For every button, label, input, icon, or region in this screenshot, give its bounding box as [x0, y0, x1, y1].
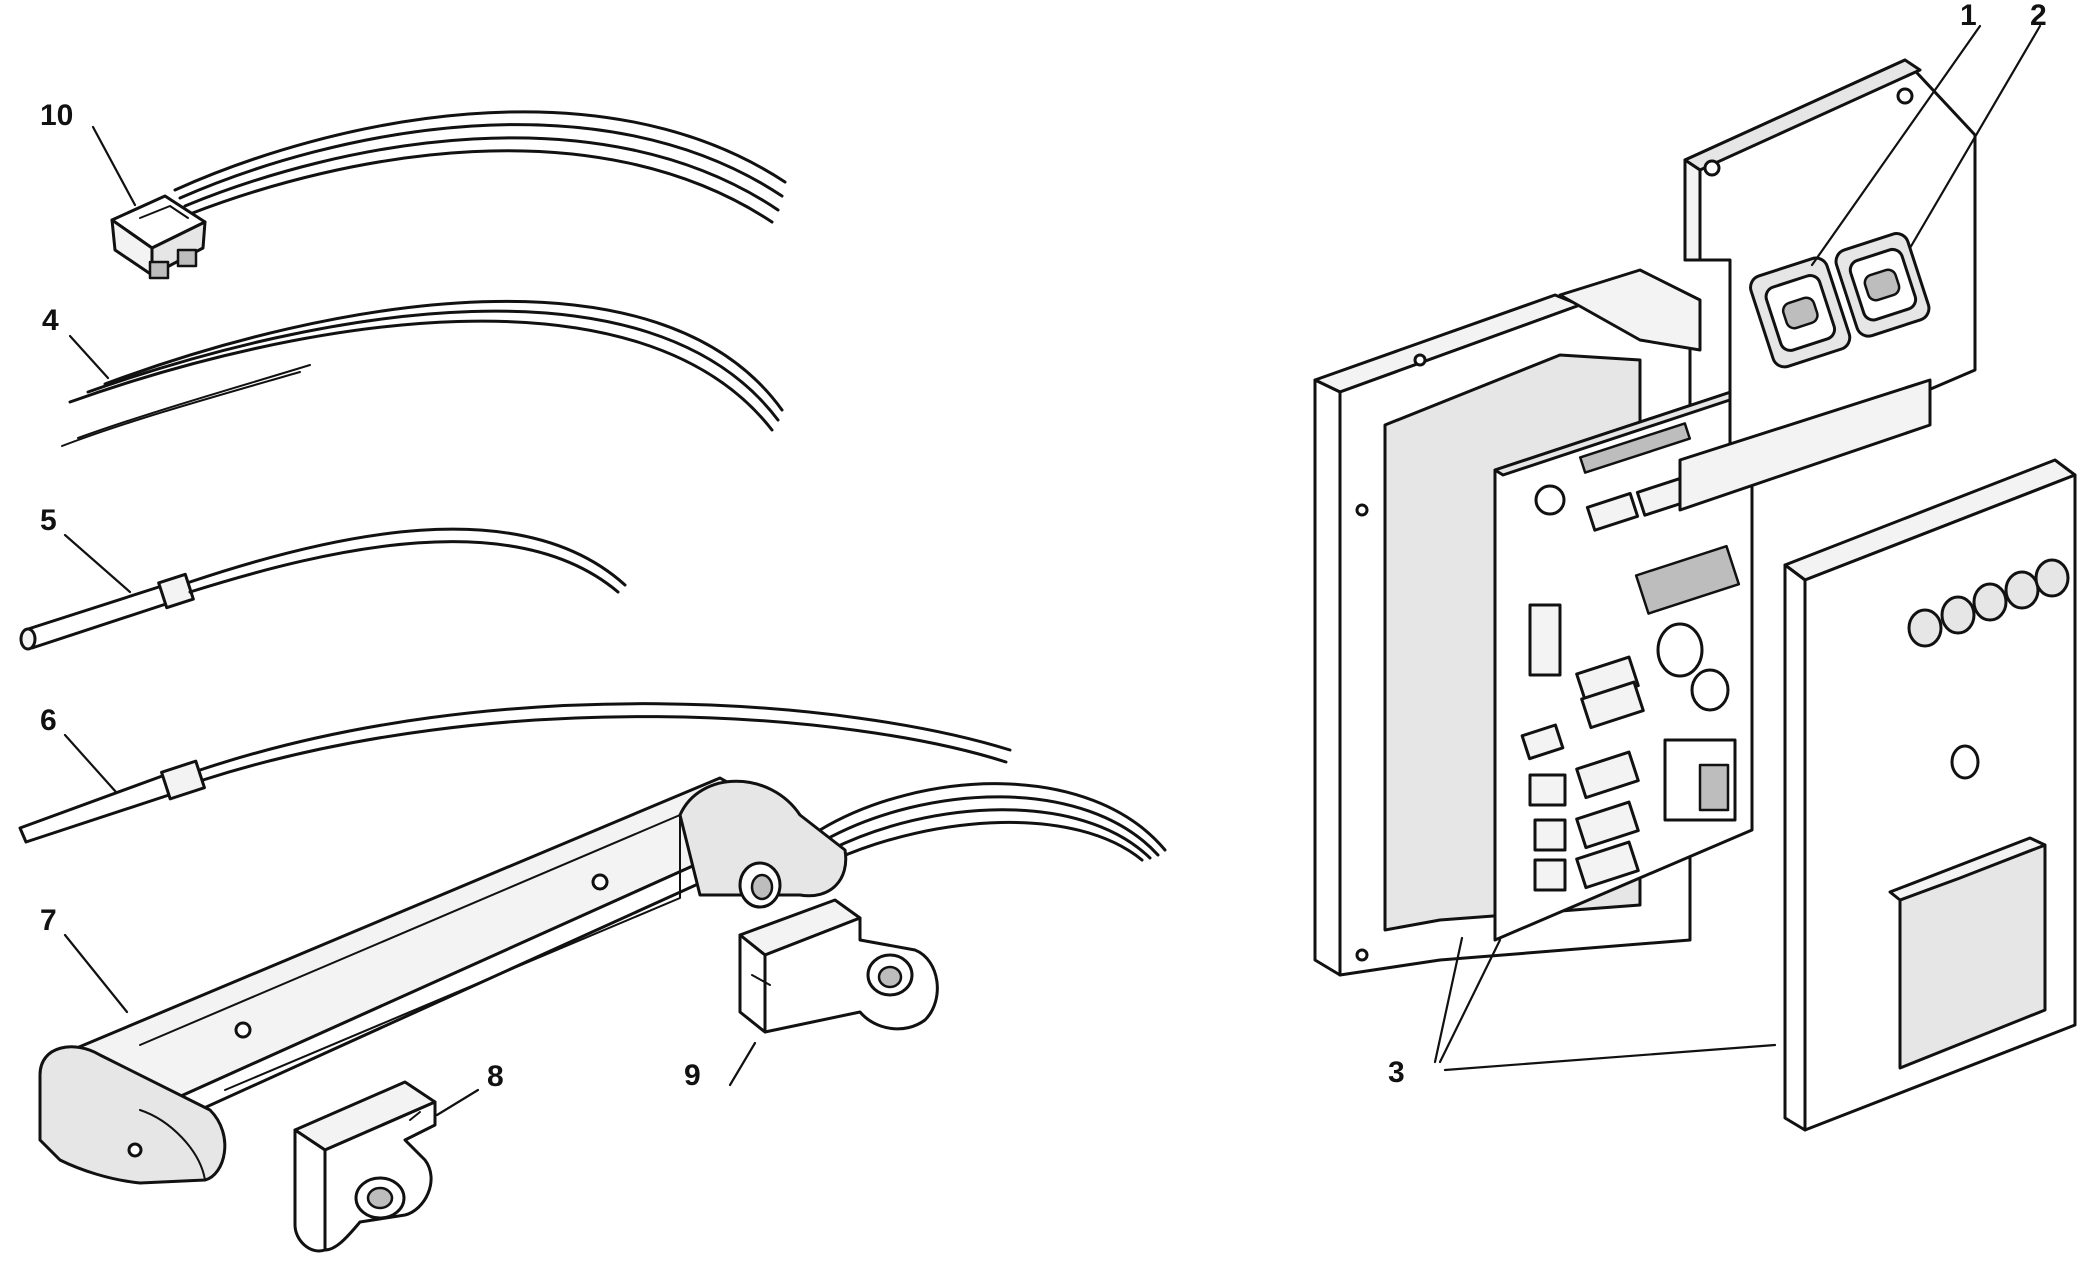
callout-3: 3	[1388, 1056, 1405, 1089]
callout-7: 7	[40, 904, 57, 937]
part-6-flat-sensor-probe	[18, 702, 1012, 844]
callout-4: 4	[42, 304, 59, 337]
callout-5: 5	[40, 504, 57, 537]
part-8-clip	[293, 1080, 437, 1253]
part-9-clip	[738, 898, 939, 1034]
part-7-mounting-bracket	[38, 776, 1167, 1185]
callout-1: 1	[1960, 0, 1977, 32]
part-3-circuit-board	[1493, 383, 1762, 942]
part-3-front-cover	[1783, 458, 2077, 1132]
part-5-temperature-probe	[19, 527, 627, 651]
part-10-connector-harness	[110, 110, 787, 280]
part-4-wire-set	[61, 299, 784, 447]
part-1-2-connector-plate	[1678, 58, 1977, 512]
callout-2: 2	[2030, 0, 2047, 32]
callout-9: 9	[684, 1059, 701, 1092]
callout-leaders	[63, 24, 2042, 1117]
callout-8: 8	[487, 1060, 504, 1093]
callout-labels: 10 4 5 6 7 8 9 1 2 3	[40, 0, 2047, 1093]
callout-6: 6	[40, 704, 57, 737]
callout-10: 10	[40, 99, 73, 132]
